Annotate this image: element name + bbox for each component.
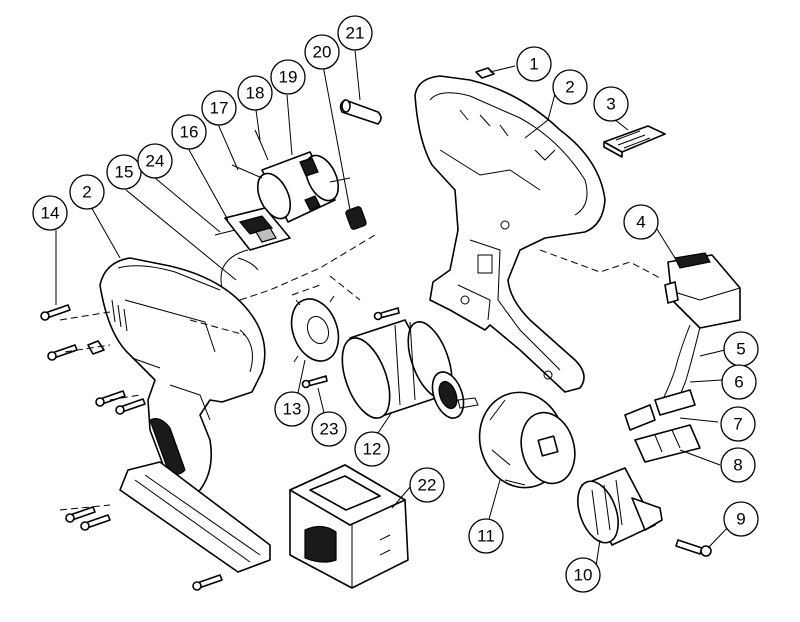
callout-16: 16 <box>171 114 207 150</box>
switch-cover <box>603 125 666 158</box>
svg-text:5: 5 <box>736 340 745 359</box>
callout-2-right-housing: 2 <box>552 69 588 105</box>
motor <box>256 151 351 223</box>
svg-text:15: 15 <box>115 163 134 182</box>
svg-text:7: 7 <box>733 415 742 434</box>
callout-24: 24 <box>137 143 173 179</box>
callout-4: 4 <box>623 204 659 240</box>
screws <box>40 304 400 591</box>
callout-19: 19 <box>270 59 306 95</box>
callout-22: 22 <box>409 467 445 503</box>
motor-wire-2 <box>254 129 269 161</box>
svg-text:3: 3 <box>606 95 615 114</box>
svg-text:18: 18 <box>246 84 265 103</box>
callout-15: 15 <box>106 154 142 190</box>
chuck-screw <box>675 539 712 557</box>
callout-8: 8 <box>720 447 756 483</box>
callout-6: 6 <box>721 364 757 400</box>
handle-base <box>119 461 271 573</box>
terminal-block <box>634 424 701 463</box>
trigger-switch <box>664 252 741 329</box>
callout-10: 10 <box>565 557 601 593</box>
svg-text:19: 19 <box>279 68 298 87</box>
svg-text:20: 20 <box>313 43 332 62</box>
left-housing-half <box>99 257 266 501</box>
gearbox-plate <box>290 295 340 363</box>
terminal <box>624 389 696 431</box>
right-housing-half <box>414 75 606 393</box>
small-clip <box>475 67 495 79</box>
callout-20: 20 <box>304 34 340 70</box>
gearbox <box>341 319 479 419</box>
switch-module <box>214 207 291 251</box>
svg-text:14: 14 <box>41 204 60 223</box>
callout-11: 11 <box>468 518 504 554</box>
svg-text:2: 2 <box>565 78 574 97</box>
svg-text:8: 8 <box>733 456 742 475</box>
callout-9: 9 <box>723 501 759 537</box>
svg-text:9: 9 <box>736 510 745 529</box>
svg-text:24: 24 <box>146 152 165 171</box>
callout-18: 18 <box>237 75 273 111</box>
battery-pack <box>289 464 409 589</box>
callout-13: 13 <box>274 391 310 427</box>
callout-5: 5 <box>723 331 759 367</box>
svg-text:11: 11 <box>477 527 495 546</box>
svg-text:22: 22 <box>418 476 437 495</box>
svg-text:21: 21 <box>346 24 365 43</box>
svg-text:1: 1 <box>529 55 538 74</box>
housing-clip <box>87 340 105 355</box>
callout-23: 23 <box>311 411 347 447</box>
pin <box>339 99 382 125</box>
svg-text:10: 10 <box>574 566 593 585</box>
svg-text:4: 4 <box>636 213 645 232</box>
chuck <box>577 467 663 546</box>
svg-text:23: 23 <box>320 420 339 439</box>
svg-text:13: 13 <box>283 400 302 419</box>
callout-14: 14 <box>32 195 68 231</box>
svg-text:2: 2 <box>82 183 91 202</box>
callout-2-left-housing: 2 <box>69 174 105 210</box>
svg-text:6: 6 <box>734 373 743 392</box>
callout-12: 12 <box>354 431 390 467</box>
svg-text:16: 16 <box>180 123 199 142</box>
motor-wire <box>231 164 263 179</box>
clutch-ring <box>478 391 576 489</box>
assembly-lines <box>59 234 661 511</box>
callout-21: 21 <box>337 15 373 51</box>
callout-7: 7 <box>720 406 756 442</box>
svg-text:12: 12 <box>363 440 382 459</box>
svg-text:17: 17 <box>210 99 229 118</box>
callout-1: 1 <box>516 46 552 82</box>
pinion-gear <box>345 206 367 230</box>
callout-3: 3 <box>593 86 629 122</box>
callout-17: 17 <box>201 90 237 126</box>
